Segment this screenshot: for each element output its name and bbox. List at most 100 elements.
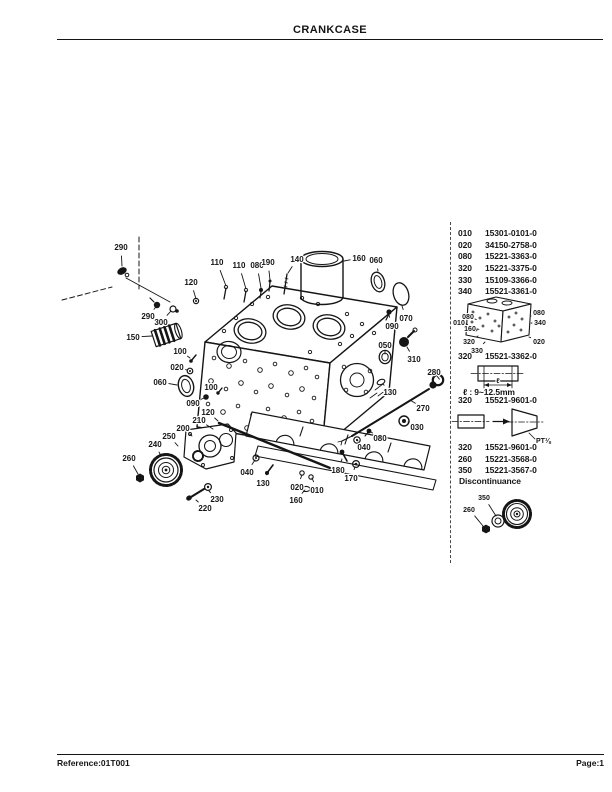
length-dimension-label: ℓ [496, 378, 500, 385]
part-ref: 320 [458, 262, 472, 273]
part-row: 320 15521-9601-0 [458, 441, 583, 453]
cylinder-liner-160 [300, 250, 344, 306]
callout-label: 270 [416, 404, 430, 413]
part-row: 320 15521-9601-0 [458, 394, 583, 406]
callout-leader [268, 270, 271, 281]
callout-label: 070 [399, 314, 413, 323]
callout-leader [406, 346, 410, 352]
callout-leader [158, 451, 162, 457]
callout-label: 120 [201, 408, 215, 417]
callout-label: 210 [192, 416, 206, 425]
callout-label: 280 [427, 368, 441, 377]
part-ref: 020 [458, 239, 472, 250]
callout-leader [251, 459, 256, 465]
part-number: 15521-3362-0 [485, 350, 537, 361]
plug-diagrams [451, 365, 544, 440]
dipstick-270-280 [337, 373, 445, 446]
callout-label: 310 [407, 355, 421, 364]
callout-leader [132, 465, 139, 475]
callout-leader [300, 474, 303, 480]
part-number: 15109-3366-0 [485, 274, 537, 285]
callout-label: 090 [186, 399, 200, 408]
callout-leader [401, 305, 404, 310]
callout-label: 330 [471, 348, 483, 355]
part-ref: 320 [458, 441, 472, 452]
callout-label: 350 [478, 495, 490, 502]
callout-leader [166, 310, 172, 316]
callout-leader [241, 273, 247, 290]
callout-leader [200, 397, 205, 400]
callout-leader [206, 424, 214, 430]
footer-page: Page:1 [576, 758, 604, 768]
footer-reference: Reference:01T001 [57, 758, 130, 768]
part-number: 15521-9601-0 [485, 394, 537, 405]
part-row: 320 15221-3375-0 [458, 262, 583, 274]
callout-label: 150 [126, 333, 140, 342]
callout-label: 020 [533, 339, 545, 346]
part-number: 15221-3568-0 [485, 453, 537, 464]
callout-leader [370, 431, 373, 434]
callout-leader [214, 417, 219, 422]
callout-label: 100 [173, 347, 187, 356]
callout-leader [258, 273, 262, 289]
callout-label: 120 [184, 278, 198, 287]
callout-leader [266, 471, 269, 476]
part-ref: 010 [458, 227, 472, 238]
callout-leader [208, 490, 212, 494]
callout-leader [388, 314, 391, 318]
page-title: CRANKCASE [293, 24, 367, 36]
callout-label: 040 [240, 468, 254, 477]
callout-leader [168, 383, 178, 386]
callout-label: 160 [352, 254, 366, 263]
part-number: 15521-9601-0 [485, 441, 537, 452]
small-parts [186, 273, 392, 493]
callout-label: 160 [289, 496, 303, 505]
callout-leader [174, 442, 179, 447]
part-number: 34150-2758-0 [485, 239, 537, 250]
part-row: 320 15521-3362-0 [458, 350, 583, 362]
part-ref: 080 [458, 251, 472, 262]
part-number: 15521-3361-0 [485, 286, 537, 297]
page-header: CRANKCASE [57, 24, 603, 40]
callout-label: 160 [464, 326, 476, 333]
callout-label: 300 [154, 318, 168, 327]
callout-label: 010 [310, 486, 324, 495]
callout-leader [476, 335, 479, 338]
callout-label: 060 [369, 256, 383, 265]
callout-label: 290 [141, 312, 155, 321]
callout-label: 320 [463, 339, 475, 346]
part-ref: 260 [458, 453, 472, 464]
callout-leader [189, 433, 193, 437]
nut-260 [136, 473, 144, 483]
callout-label: 080 [462, 314, 474, 321]
callout-label: 130 [256, 479, 270, 488]
callout-label: 190 [261, 258, 275, 267]
gear-240 [149, 453, 183, 487]
oil-pump-200 [183, 423, 237, 470]
callout-leader [482, 341, 486, 345]
panel-separator [450, 222, 451, 563]
callout-leader [343, 259, 351, 262]
part-number: 15221-3375-0 [485, 262, 537, 273]
callout-leader [141, 335, 153, 337]
callout-leader [186, 355, 191, 359]
callout-label: 090 [385, 322, 399, 331]
cock-290-300 [117, 267, 179, 313]
callout-label: 260 [122, 454, 136, 463]
gear-thumbnail [482, 499, 532, 534]
callout-label: 140 [290, 255, 304, 264]
engine-thumbnail [465, 296, 532, 343]
callout-leader [216, 391, 219, 394]
callout-label: 010 [453, 320, 465, 327]
callout-leader [436, 375, 440, 380]
callout-leader [474, 318, 477, 320]
callout-label: 180 [331, 466, 345, 475]
callout-leader [195, 499, 199, 503]
